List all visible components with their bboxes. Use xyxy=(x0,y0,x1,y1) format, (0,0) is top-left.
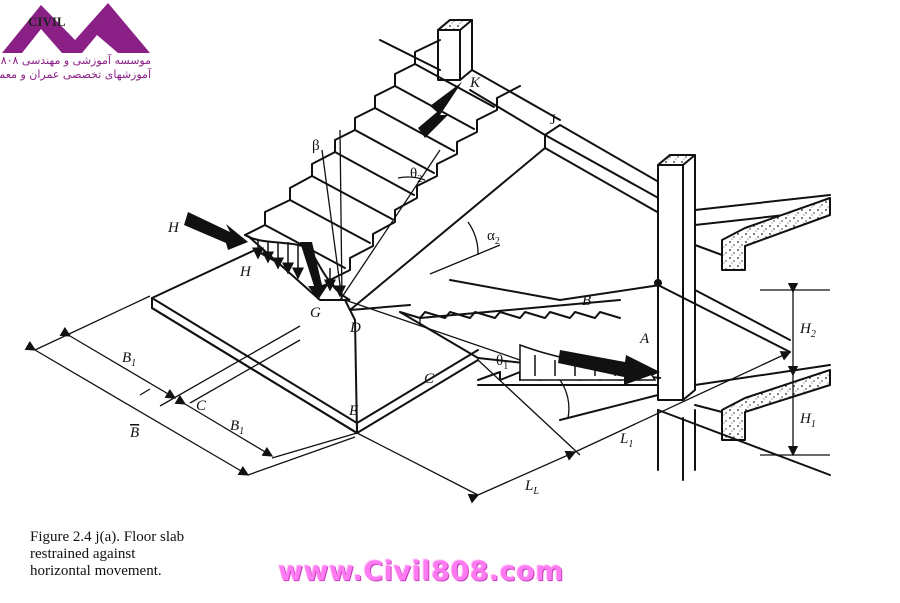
label-alpha2: α2 xyxy=(487,228,500,247)
label-h-force: H xyxy=(167,220,180,236)
label-b1-top: B1 xyxy=(122,350,136,369)
figure-caption: Figure 2.4 j(a). Floor slab restrained a… xyxy=(30,529,184,580)
label-c-left: C xyxy=(196,398,207,414)
upper-column-k xyxy=(437,19,473,81)
logo-persian-text: موسسه آموزشی و مهندسی ۸۰۸ آموزشهای تخصصی… xyxy=(0,54,151,82)
label-g: G xyxy=(310,305,321,321)
label-d: D xyxy=(349,320,361,336)
label-k: K xyxy=(469,75,481,91)
diagram-labels: K J β θ2 H α2 H G D B A H2 θ1 B1 C C E B… xyxy=(122,75,816,497)
label-theta1: θ1 xyxy=(496,353,508,372)
label-l1: L1 xyxy=(619,431,633,450)
label-b-bar: B xyxy=(130,425,139,441)
logo-line-1: موسسه آموزشی و مهندسی ۸۰۸ xyxy=(0,54,151,67)
dimension-lines xyxy=(24,129,830,504)
label-b1-bottom: B1 xyxy=(230,418,244,437)
label-e: E xyxy=(348,403,358,419)
right-column xyxy=(657,154,696,481)
landing-slab xyxy=(151,249,479,434)
force-arrow-k xyxy=(418,82,462,138)
logo-brand: CIVIL xyxy=(28,14,66,29)
caption-line-3: horizontal movement. xyxy=(30,563,162,579)
civil808-logo: CIVIL xyxy=(2,3,150,53)
upper-beam-section xyxy=(694,194,831,271)
label-ll: LL xyxy=(524,478,539,497)
logo-line-2: آموزشهای تخصصی عمران و معماری xyxy=(0,68,151,81)
label-c-mid: C xyxy=(424,371,435,387)
label-a: A xyxy=(639,331,650,347)
joint-node xyxy=(654,279,662,287)
label-theta2: θ2 xyxy=(410,166,422,185)
label-b-point: B xyxy=(582,293,591,309)
website-watermark: www.Civil808.com xyxy=(278,556,564,587)
label-h1: H1 xyxy=(799,411,816,430)
caption-line-1: Figure 2.4 j(a). Floor slab xyxy=(30,529,185,545)
label-h-point: H xyxy=(239,264,252,280)
label-h2: H2 xyxy=(799,321,816,340)
force-arrow-h xyxy=(184,212,248,250)
lower-beam-section xyxy=(694,364,831,441)
label-j: J xyxy=(550,112,556,128)
caption-line-2: restrained against xyxy=(30,546,136,562)
label-beta: β xyxy=(312,138,320,154)
force-arrow-g xyxy=(300,242,330,300)
